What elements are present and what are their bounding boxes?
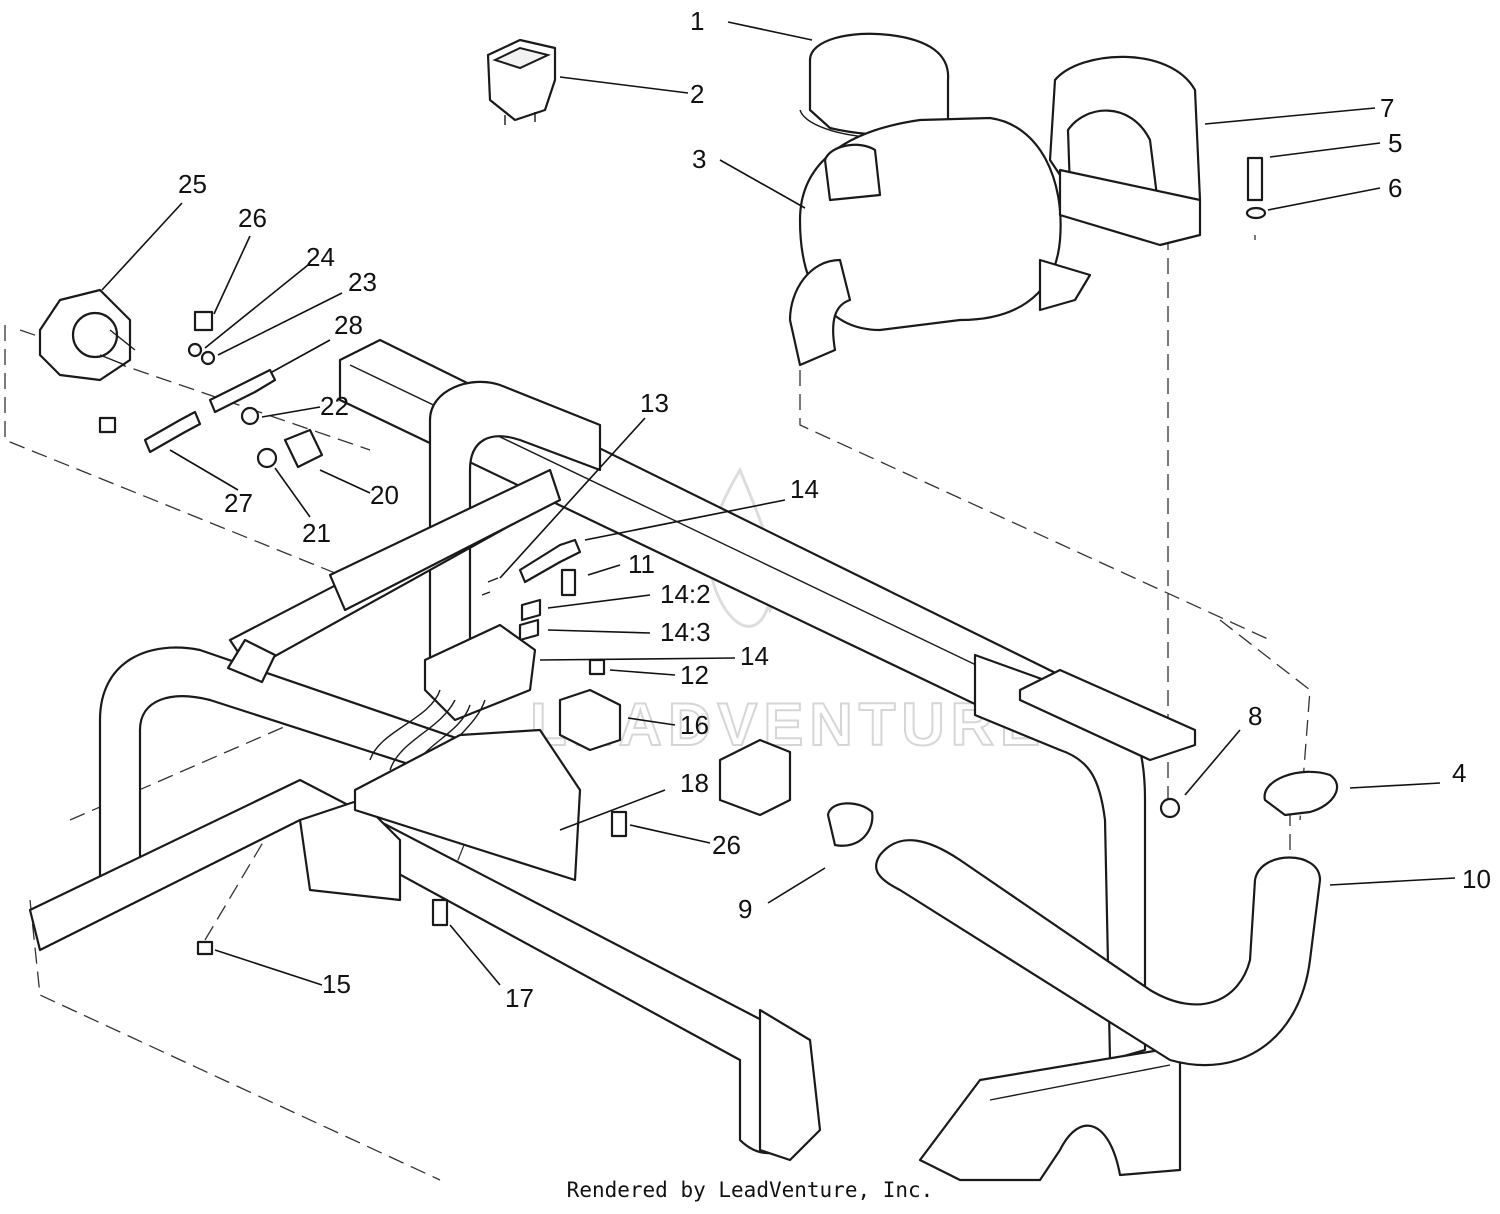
callout-14-3: 14:3 — [660, 617, 711, 647]
hose-10 — [875, 839, 1322, 1067]
nut-15 — [196, 940, 214, 956]
fuel-valve — [718, 738, 792, 817]
callout-24: 24 — [306, 242, 335, 272]
render-credit: Rendered by LeadVenture, Inc. — [566, 1178, 934, 1202]
connector-14-2 — [520, 598, 542, 622]
callout-12: 12 — [680, 660, 709, 690]
callout-17: 17 — [505, 983, 534, 1013]
callout-9: 9 — [738, 894, 752, 924]
screw-26b — [610, 810, 628, 838]
callout-8: 8 — [1248, 701, 1262, 731]
terminal-14 — [518, 538, 582, 584]
dashed-line-cleaner-left — [799, 370, 1271, 641]
callout-1: 1 — [690, 6, 704, 36]
relay-16 — [558, 688, 622, 752]
callout-23: 23 — [348, 267, 377, 297]
callout-7: 7 — [1380, 93, 1394, 123]
callout-27: 27 — [224, 488, 253, 518]
connector-block-14 — [423, 623, 537, 722]
callout-20: 20 — [370, 480, 399, 510]
nut-24 — [187, 342, 203, 358]
callout-22: 22 — [320, 391, 349, 421]
callout-28: 28 — [334, 310, 363, 340]
callout-3: 3 — [692, 144, 706, 174]
callout-16: 16 — [680, 710, 709, 740]
washer-6 — [1245, 206, 1267, 220]
callout-21: 21 — [302, 518, 331, 548]
callout-11: 11 — [628, 549, 655, 579]
callout-18: 18 — [680, 768, 709, 798]
screw-26a — [193, 310, 214, 332]
clamp-9 — [826, 802, 874, 847]
callout-6: 6 — [1388, 173, 1402, 203]
relay-block-18 — [353, 728, 582, 882]
dashed-line-cross-rail — [69, 719, 301, 821]
dashed-line-lower-left — [29, 899, 441, 1181]
terminal-27 — [143, 410, 202, 454]
screw-13 — [481, 577, 499, 596]
connector-14-3 — [518, 618, 540, 642]
callout-5: 5 — [1388, 128, 1402, 158]
wire-harness — [369, 689, 486, 781]
washer-23 — [200, 350, 216, 366]
hardware — [98, 156, 1339, 1067]
nut-8 — [1159, 797, 1181, 819]
callout-labels: 1 2 3 4 5 6 7 8 9 10 11 12 13 14 14:2 14… — [178, 6, 1491, 1013]
callout-15: 15 — [322, 969, 351, 999]
dashed-line-left-frame — [4, 325, 341, 576]
screw-11 — [560, 568, 577, 597]
band-base — [1058, 168, 1202, 247]
washer-22 — [240, 406, 260, 426]
solenoid — [38, 288, 136, 382]
terminal-28 — [208, 368, 277, 414]
air-cleaner-outlet — [788, 258, 852, 367]
callout-4: 4 — [1452, 758, 1466, 788]
frame-mount-plate — [1018, 668, 1197, 762]
frame-lower-bracket — [918, 1048, 1182, 1182]
air-cleaner-assembly — [788, 32, 1092, 367]
clamp-4 — [1263, 770, 1339, 817]
nut-21 — [256, 447, 278, 469]
bolt-5 — [1246, 156, 1264, 202]
frame-tube-stub — [226, 638, 277, 684]
mounting-band — [1048, 55, 1202, 247]
callout-14-top: 14 — [790, 474, 819, 504]
frame-rail-end — [758, 1008, 822, 1162]
callout-14-bottom: 14 — [740, 641, 769, 671]
frame-assembly — [28, 338, 1197, 1182]
callout-14-2: 14:2 — [660, 579, 711, 609]
callout-10: 10 — [1462, 864, 1491, 894]
callout-26-left: 26 — [238, 203, 267, 233]
leader-lines — [101, 21, 1456, 986]
frame-mid-beam — [328, 468, 562, 612]
air-cleaner-inlet — [823, 143, 882, 202]
callout-26-right: 26 — [712, 830, 741, 860]
air-cleaner-foot — [1038, 258, 1092, 312]
screw-17 — [431, 898, 449, 927]
callout-13: 13 — [640, 388, 669, 418]
relay-switch — [486, 38, 557, 125]
frame-center-bracket — [298, 798, 402, 902]
spacer-20 — [283, 428, 324, 469]
frame-long-rail — [28, 778, 802, 1155]
callout-25: 25 — [178, 169, 207, 199]
callout-2: 2 — [690, 79, 704, 109]
fuse-12 — [588, 658, 606, 676]
screw-relay — [98, 416, 117, 434]
